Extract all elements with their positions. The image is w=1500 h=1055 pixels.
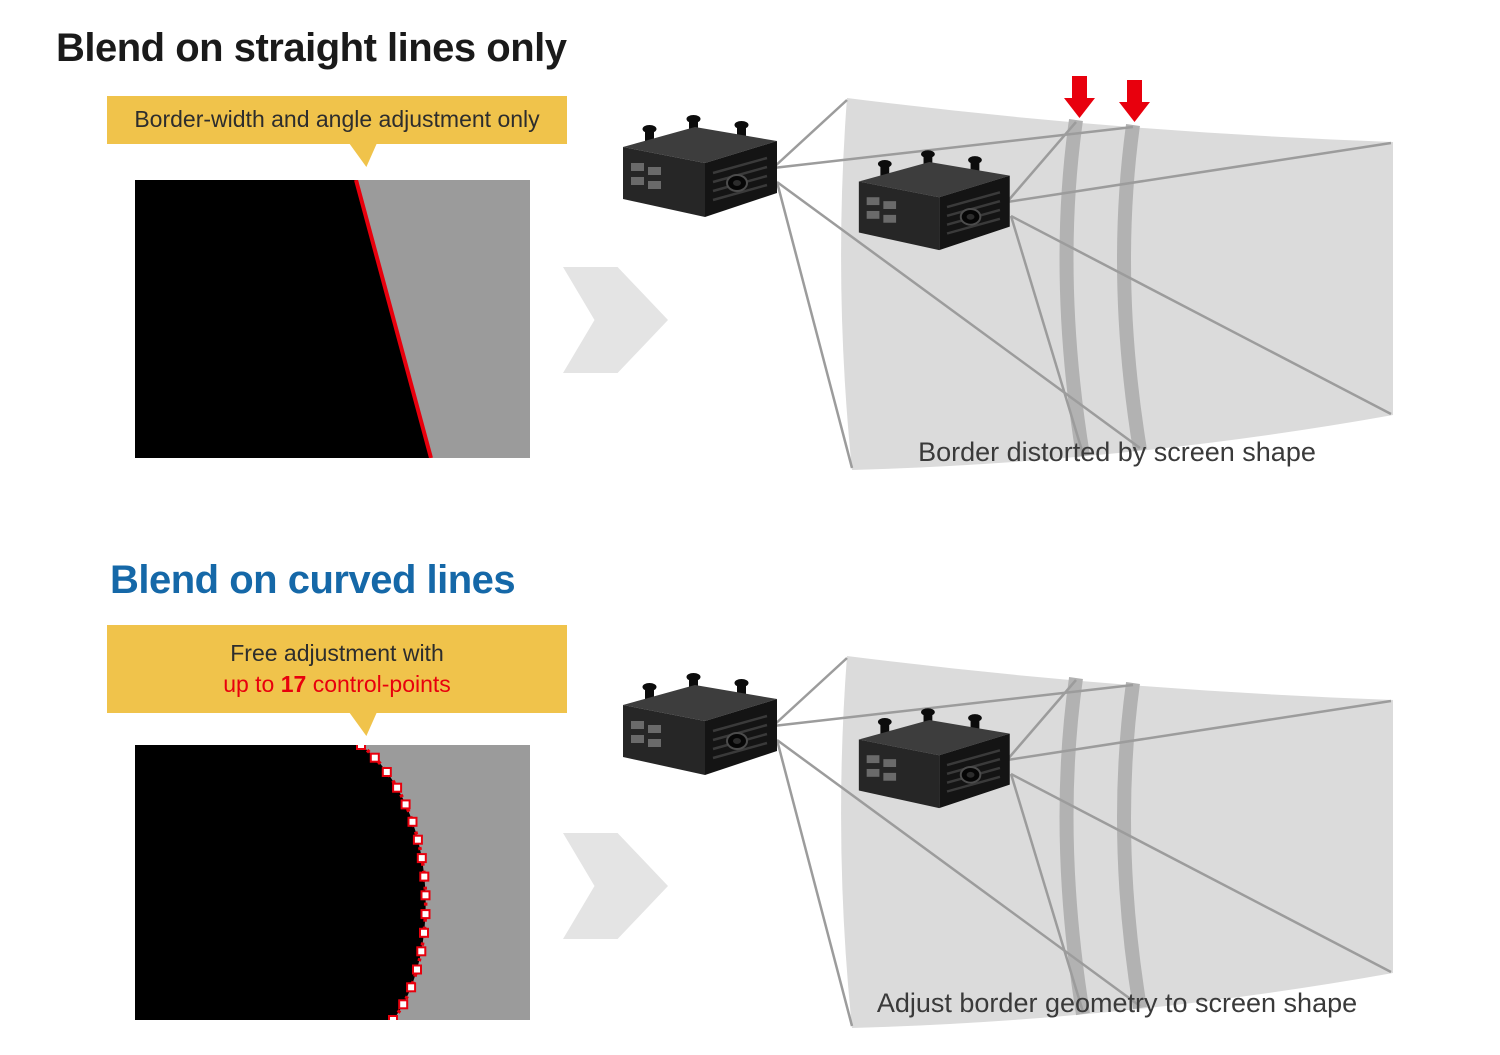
control-point-handles bbox=[356, 745, 431, 1020]
straight-blend-scene bbox=[555, 76, 1435, 485]
curved-banner-pointer bbox=[349, 712, 377, 736]
control-point-handle bbox=[412, 834, 423, 845]
control-point-handle bbox=[419, 927, 429, 938]
straight-blend-diagram bbox=[135, 180, 530, 458]
control-point-handle bbox=[388, 1015, 398, 1020]
control-point-handle bbox=[416, 946, 427, 957]
control-point-handle bbox=[406, 982, 417, 993]
straight-blend-border-line bbox=[354, 180, 433, 458]
control-point-count: 17 bbox=[280, 671, 307, 697]
curved-banner-line2: up to 17 control-points bbox=[223, 669, 451, 700]
curved-banner-line1: Free adjustment with bbox=[230, 639, 444, 666]
curved-banner-line2-prefix: up to bbox=[223, 671, 281, 697]
curved-scene-caption: Adjust border geometry to screen shape bbox=[876, 988, 1358, 1018]
straight-section-title: Blend on straight lines only bbox=[56, 26, 567, 70]
red-down-arrow-icon bbox=[1064, 76, 1095, 118]
curved-banner-line2-suffix: control-points bbox=[306, 671, 451, 697]
control-point-handle bbox=[398, 999, 409, 1010]
straight-banner: Border-width and angle adjustment only bbox=[107, 96, 567, 144]
curved-banner: Free adjustment with up to 17 control-po… bbox=[107, 625, 567, 713]
red-down-arrow-icon bbox=[1119, 80, 1150, 122]
control-point-handle bbox=[419, 871, 430, 882]
control-point-handle bbox=[420, 890, 431, 901]
curved-section-title: Blend on curved lines bbox=[110, 558, 516, 602]
gray-overlap-area bbox=[356, 180, 530, 458]
curved-blend-scene bbox=[555, 628, 1435, 1043]
control-point-handle bbox=[412, 964, 422, 975]
gray-overlap-area bbox=[361, 745, 530, 1020]
straight-banner-pointer bbox=[349, 143, 377, 167]
straight-scene-caption: Border distorted by screen shape bbox=[918, 437, 1316, 467]
control-point-handle bbox=[356, 745, 366, 750]
curved-blend-diagram bbox=[135, 745, 530, 1020]
control-point-handle bbox=[416, 853, 427, 864]
control-point-handle bbox=[392, 782, 403, 793]
control-point-handle bbox=[400, 799, 411, 810]
control-point-handle bbox=[381, 767, 392, 777]
control-point-handle bbox=[369, 752, 380, 763]
straight-banner-text: Border-width and angle adjustment only bbox=[134, 106, 540, 133]
control-point-handle bbox=[420, 909, 431, 920]
control-point-handle bbox=[407, 816, 418, 827]
